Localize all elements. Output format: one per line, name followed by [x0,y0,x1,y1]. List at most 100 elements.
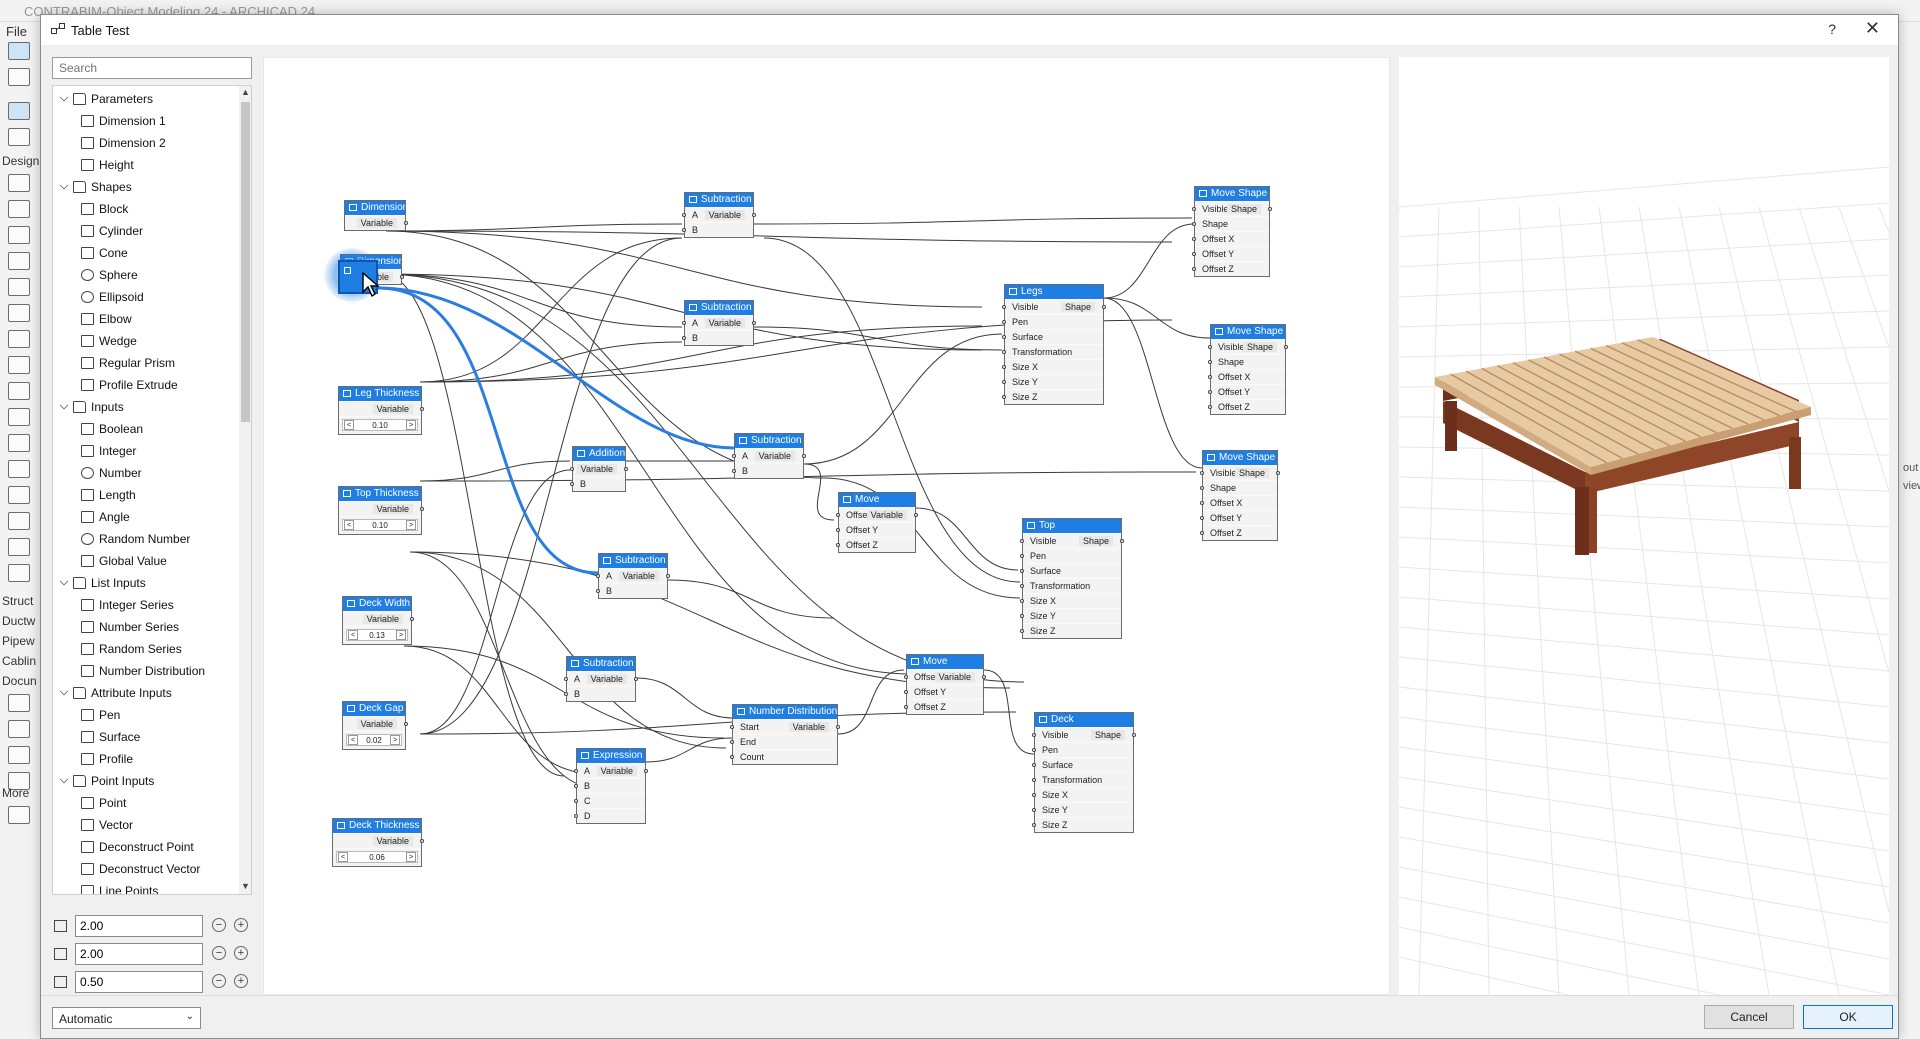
input-port-icon[interactable] [730,740,734,744]
input-port-icon[interactable] [1020,584,1024,588]
input-port-icon[interactable] [596,589,600,593]
tree-item-line-points[interactable]: Line Points [53,880,238,894]
input-port-icon[interactable] [904,675,908,679]
marquee-tool-icon[interactable] [8,128,30,146]
tree-item-integer-series[interactable]: Integer Series [53,594,238,616]
tree-group-attribute-inputs[interactable]: Attribute Inputs [53,682,238,704]
output-port-icon[interactable] [914,513,918,517]
wall-tool-icon[interactable] [8,174,30,192]
decrement-button[interactable]: − [212,946,226,960]
height-field[interactable] [75,971,203,993]
node-header[interactable]: Move [907,655,983,669]
input-port-icon[interactable] [1200,516,1204,520]
node-header[interactable]: Leg Thickness [339,387,421,401]
increment-button[interactable]: + [234,918,248,932]
node-header[interactable]: Subtraction [599,554,667,568]
input-port-icon[interactable] [1032,733,1036,737]
increment-arrow-icon[interactable]: > [406,852,416,862]
input-port-icon[interactable] [1002,395,1006,399]
input-port-icon[interactable] [564,692,568,696]
tree-item-block[interactable]: Block [53,198,238,220]
beam-tool-icon[interactable] [8,226,30,244]
tree-item-wedge[interactable]: Wedge [53,330,238,352]
dimension-2-field[interactable] [75,943,203,965]
tree-item-regular-prism[interactable]: Regular Prism [53,352,238,374]
input-port-icon[interactable] [682,336,686,340]
input-port-icon[interactable] [904,690,908,694]
node-header[interactable]: Dimension 1 [345,201,405,215]
tree-item-number-series[interactable]: Number Series [53,616,238,638]
input-port-icon[interactable] [1208,390,1212,394]
object-tool-icon[interactable] [8,486,30,504]
input-port-icon[interactable] [1002,320,1006,324]
tree-item-random-number[interactable]: Random Number [53,528,238,550]
node-header[interactable]: Deck Width [343,597,411,611]
tree-item-elbow[interactable]: Elbow [53,308,238,330]
input-port-icon[interactable] [564,677,568,681]
input-port-icon[interactable] [1208,375,1212,379]
door-tool-icon[interactable] [8,278,30,296]
input-port-icon[interactable] [1020,614,1024,618]
tree-group-shapes[interactable]: Shapes [53,176,238,198]
input-port-icon[interactable] [682,228,686,232]
output-port-icon[interactable] [802,454,806,458]
value-stepper[interactable]: <0.02> [346,734,402,746]
decrement-arrow-icon[interactable]: < [344,520,354,530]
decrement-arrow-icon[interactable]: < [348,735,358,745]
node-header[interactable]: Deck [1035,713,1133,727]
value-stepper[interactable]: <0.10> [342,519,418,531]
tree-item-profile-extrude[interactable]: Profile Extrude [53,374,238,396]
lamp-tool-icon[interactable] [8,512,30,530]
input-port-icon[interactable] [574,769,578,773]
output-port-icon[interactable] [1102,305,1106,309]
tree-item-cone[interactable]: Cone [53,242,238,264]
node-header[interactable]: Top Thickness [339,487,421,501]
input-port-icon[interactable] [596,574,600,578]
close-button[interactable]: ✕ [1864,18,1880,38]
output-port-icon[interactable] [1284,345,1288,349]
input-port-icon[interactable] [1032,793,1036,797]
decrement-button[interactable]: − [212,974,226,988]
close-panel-icon[interactable] [8,806,30,824]
input-port-icon[interactable] [1020,569,1024,573]
input-port-icon[interactable] [1002,350,1006,354]
railing-tool-icon[interactable] [8,382,30,400]
tree-scrollbar[interactable]: ▲ ▼ [239,86,251,894]
output-port-icon[interactable] [752,321,756,325]
input-port-icon[interactable] [1020,539,1024,543]
input-port-icon[interactable] [570,482,574,486]
detail-level-select[interactable]: Automatic ⌄ [52,1007,201,1029]
input-port-icon[interactable] [1032,823,1036,827]
output-port-icon[interactable] [404,722,408,726]
input-port-icon[interactable] [1002,335,1006,339]
output-port-icon[interactable] [420,839,424,843]
input-port-icon[interactable] [1208,345,1212,349]
node-header[interactable]: Move Shape [1195,187,1269,201]
increment-arrow-icon[interactable]: > [406,520,416,530]
tree-item-deconstruct-point[interactable]: Deconstruct Point [53,836,238,858]
output-port-icon[interactable] [420,507,424,511]
node-header[interactable]: Deck Thickness [333,819,421,833]
node-header[interactable]: Subtraction [735,434,803,448]
input-port-icon[interactable] [1002,365,1006,369]
tree-item-boolean[interactable]: Boolean [53,418,238,440]
input-port-icon[interactable] [1032,778,1036,782]
tree-item-point[interactable]: Point [53,792,238,814]
ok-button[interactable]: OK [1803,1005,1893,1029]
input-port-icon[interactable] [1032,808,1036,812]
value-stepper[interactable]: <0.06> [336,851,418,863]
decrement-arrow-icon[interactable]: < [344,420,354,430]
node-header[interactable]: Move Shape [1211,325,1285,339]
tree-item-dimension-1[interactable]: Dimension 1 [53,110,238,132]
node-header[interactable]: Expression [577,749,645,763]
chevron-down-icon[interactable] [59,92,69,102]
output-port-icon[interactable] [420,407,424,411]
input-port-icon[interactable] [1032,748,1036,752]
